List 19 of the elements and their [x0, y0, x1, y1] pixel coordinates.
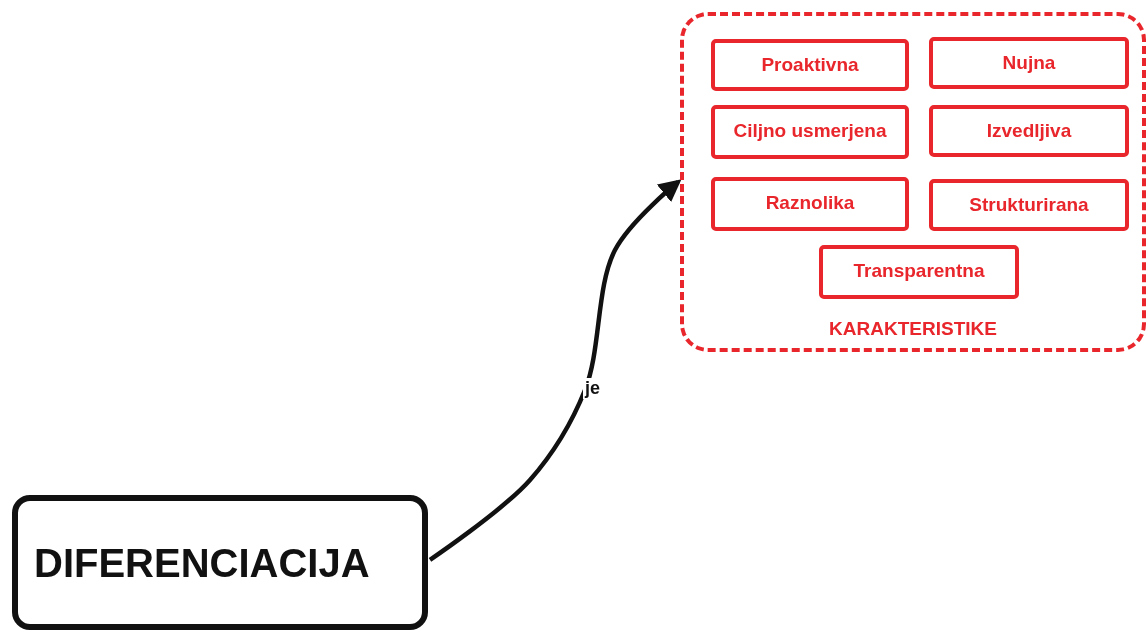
- characteristic-label: Izvedljiva: [985, 120, 1073, 142]
- characteristic-label: Nujna: [1001, 52, 1057, 74]
- characteristic-box: [929, 105, 1129, 157]
- characteristic-label: Strukturirana: [968, 194, 1090, 216]
- characteristic-box: [819, 245, 1019, 299]
- characteristic-box: [711, 105, 909, 159]
- characteristic-label: Proaktivna: [760, 54, 860, 76]
- characteristic-box: [929, 179, 1129, 231]
- edge-label: je: [583, 378, 602, 399]
- characteristic-label: Ciljno usmerjena: [732, 120, 888, 142]
- characteristic-box: [929, 37, 1129, 89]
- characteristic-label: Transparentna: [852, 260, 986, 282]
- characteristic-box: [711, 177, 909, 231]
- concept-label: DIFERENCIACIJA: [33, 540, 371, 585]
- group-heading: KARAKTERISTIKE: [828, 318, 998, 340]
- concept-box: [12, 495, 428, 630]
- characteristic-label: Raznolika: [764, 192, 856, 214]
- dashed-group-frame: [680, 12, 1146, 352]
- characteristic-box: [711, 39, 909, 91]
